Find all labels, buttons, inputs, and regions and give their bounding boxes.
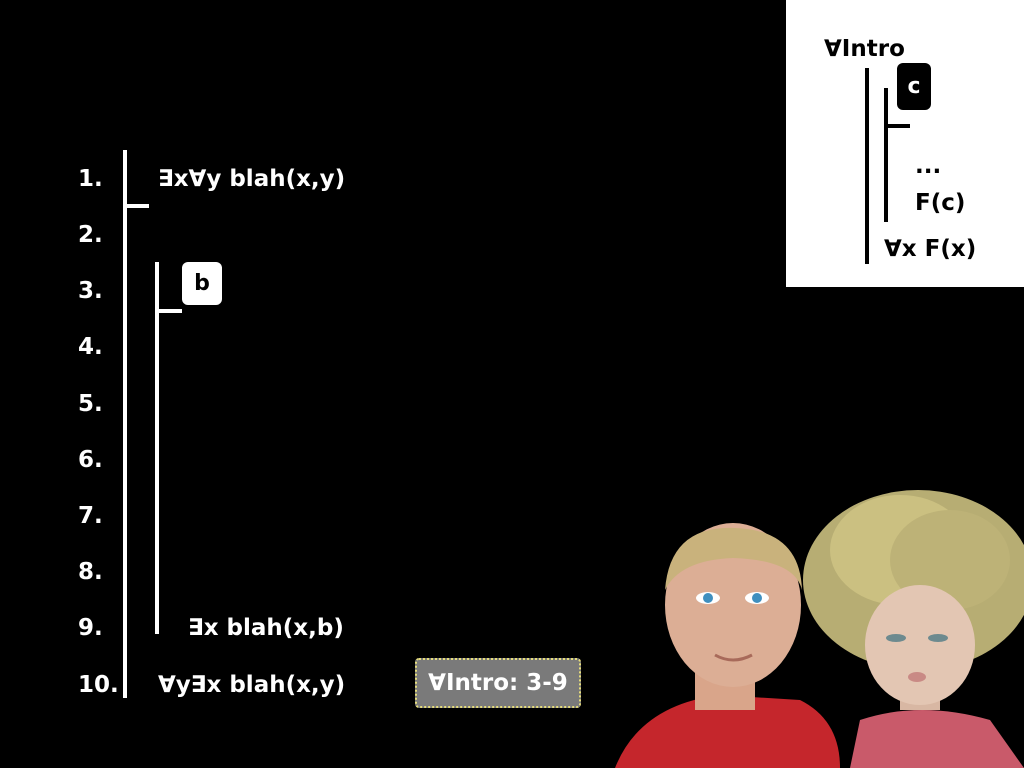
rule-card-conclusion: ∀x F(x)	[884, 236, 977, 262]
male-doll-figure	[615, 523, 840, 768]
main-proof-bar	[123, 150, 127, 698]
line-number-10: 10.	[78, 672, 119, 698]
main-premise-rule	[123, 204, 149, 208]
rule-card-boxed-constant-c: c	[897, 63, 931, 110]
forall-intro-rule-card: ∀Intro c ... F(c) ∀x F(x)	[786, 0, 1024, 287]
subproof-bar	[155, 262, 159, 634]
line-number-9: 9.	[78, 615, 103, 641]
line-number-7: 7.	[78, 503, 103, 529]
rule-card-inner-rule	[884, 124, 910, 128]
rule-card-inner-bar	[884, 88, 888, 222]
rule-card-outer-bar	[865, 68, 869, 264]
line-number-8: 8.	[78, 559, 103, 585]
line-number-2: 2.	[78, 222, 103, 248]
line-number-6: 6.	[78, 447, 103, 473]
line-number-3: 3.	[78, 278, 103, 304]
conclusion-formula: ∀y∃x blah(x,y)	[158, 672, 346, 698]
line-number-4: 4.	[78, 334, 103, 360]
rule-card-ellipsis: ...	[915, 153, 942, 179]
female-doll-figure	[803, 490, 1024, 768]
premise-formula: ∃x∀y blah(x,y)	[158, 166, 346, 192]
subproof-assumption-rule	[155, 309, 182, 313]
subproof-conclusion-formula: ∃x blah(x,b)	[188, 615, 344, 641]
rule-card-inner-formula: F(c)	[915, 190, 966, 216]
rule-card-title: ∀Intro	[824, 36, 905, 62]
line-number-1: 1.	[78, 166, 103, 192]
boxed-constant-b: b	[182, 262, 222, 305]
line-number-5: 5.	[78, 391, 103, 417]
justification-label: ∀Intro: 3-9	[415, 658, 581, 708]
dolls-illustration	[615, 490, 1024, 768]
